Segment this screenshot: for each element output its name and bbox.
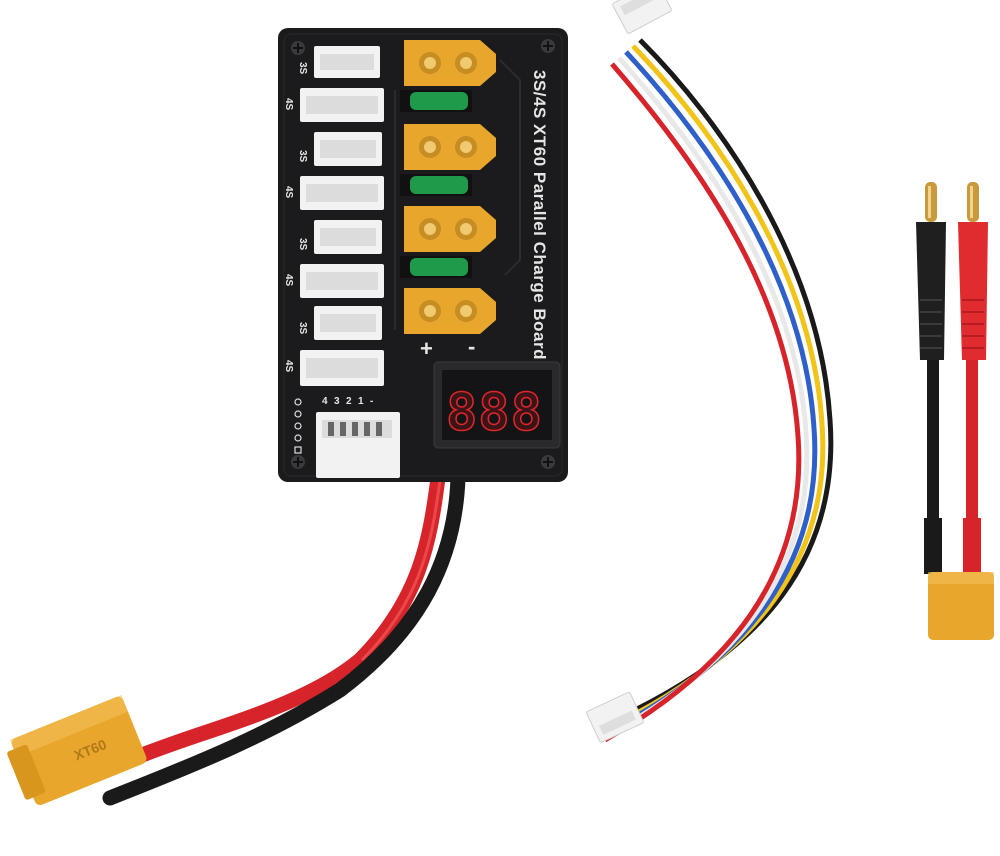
screw-icon: [291, 41, 305, 55]
board-title: 3S/4S XT60 Parallel Charge Board: [530, 70, 549, 360]
banana-to-xt60-adapter: [916, 182, 994, 640]
balance-port: [300, 88, 384, 122]
balance-port: [314, 220, 382, 254]
board-output-cable: [102, 470, 466, 806]
banana-pin: [967, 182, 979, 222]
port-label: 4S: [283, 360, 294, 373]
pin-number: 1: [358, 396, 364, 407]
balance-header: [316, 412, 400, 478]
voltage-display: 888: [433, 361, 561, 449]
xt60-sockets: [404, 40, 496, 334]
screw-icon: [541, 39, 555, 53]
port-label: 3S: [297, 62, 308, 75]
indicator-pads: [294, 398, 302, 454]
port-label: 4S: [283, 186, 294, 199]
balance-port: [300, 350, 384, 386]
fuse: [400, 174, 472, 196]
port-label: 3S: [297, 150, 308, 163]
screw-icon: [291, 455, 305, 469]
xt60-socket: [404, 288, 496, 334]
balance-extension-cable: [586, 0, 834, 743]
balance-port: [300, 264, 384, 298]
balance-port: [314, 132, 382, 166]
xt60-socket: [404, 124, 496, 170]
pin-dash: -: [370, 396, 373, 407]
port-label: 4S: [283, 274, 294, 287]
xt60-socket: [404, 206, 496, 252]
minus-sign: -: [468, 334, 475, 359]
port-label: 4S: [283, 98, 294, 111]
balance-port-labels: 3S 4S 3S 4S 3S 4S 3S 4S: [283, 62, 308, 373]
balance-port: [314, 306, 382, 340]
balance-plug: [612, 0, 672, 34]
pin-labels: 4 3 2 1 -: [322, 396, 373, 407]
pin-number: 3: [334, 396, 340, 407]
banana-pin: [925, 182, 937, 222]
display-digits: 888: [446, 383, 543, 443]
fuses: [400, 90, 472, 278]
balance-ports: [300, 46, 384, 386]
fuse: [400, 90, 472, 112]
balance-port: [314, 46, 380, 78]
fuse: [400, 256, 472, 278]
pin-number: 4: [322, 396, 328, 407]
xt60-male-plug: [928, 572, 994, 640]
balance-port: [300, 176, 384, 210]
pin-number: 2: [346, 396, 352, 407]
port-label: 3S: [297, 238, 308, 251]
plus-sign: +: [420, 336, 433, 361]
parallel-charge-board: 3S 4S 3S 4S 3S 4S 3S 4S: [278, 28, 568, 482]
screw-icon: [541, 455, 555, 469]
port-label: 3S: [297, 322, 308, 335]
xt60-female-plug: XT60: [7, 695, 147, 805]
balance-plug: [586, 691, 644, 743]
xt60-socket: [404, 40, 496, 86]
